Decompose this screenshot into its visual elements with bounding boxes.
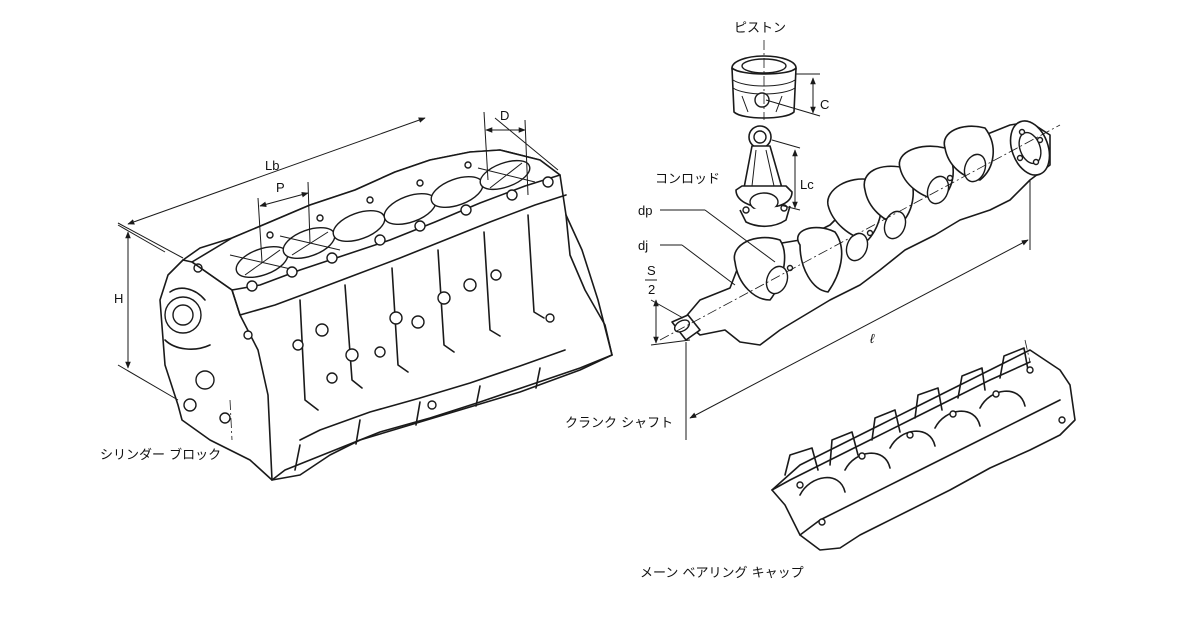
label-conrod: コンロッド	[655, 172, 720, 187]
dim-lb: Lb	[265, 158, 279, 173]
conrod-drawing	[735, 125, 801, 228]
crankshaft-dimensions	[650, 180, 1031, 440]
block-dimensions: Lb D P H	[114, 108, 559, 441]
piston-drawing	[731, 40, 821, 120]
label-main-bearing-cap: メーン ベアリング キャップ	[640, 566, 804, 581]
label-piston: ピストン	[734, 21, 786, 36]
crankshaft-drawing	[659, 120, 1061, 346]
dim-dj: dj	[638, 238, 648, 253]
dim-s: S	[647, 263, 656, 278]
dim-p: P	[276, 180, 285, 195]
label-cylinder-block: シリンダー ブロック	[100, 447, 221, 463]
dim-d: D	[500, 108, 509, 123]
dim-c: C	[820, 97, 829, 112]
dim-lc: Lc	[800, 177, 814, 192]
dim-l: ℓ	[870, 331, 875, 346]
block-bosses	[292, 269, 555, 410]
block-ribs	[299, 214, 545, 411]
dim-2: 2	[648, 282, 655, 297]
dim-h: H	[114, 291, 123, 306]
dim-dp: dp	[638, 203, 652, 218]
main-bearing-caps-drawing	[771, 339, 1076, 551]
cylinder-block-drawing	[159, 149, 613, 481]
label-crankshaft: クランク シャフト	[565, 416, 673, 431]
